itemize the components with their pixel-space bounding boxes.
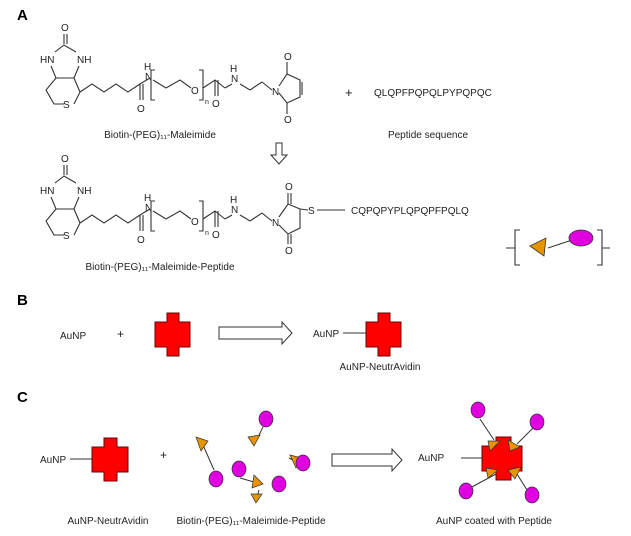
reagent-label: Biotin-(PEG)₁₁-Maleimide xyxy=(104,130,216,141)
reaction-arrow-c xyxy=(331,447,403,473)
atom-nh: NH xyxy=(77,55,91,66)
aunp-peptide-complex xyxy=(458,401,545,504)
neutravidin-cross-b2 xyxy=(365,312,402,357)
product-sequence: CQPQPYPLQPQPFPQLQ xyxy=(351,206,469,217)
atom-h-amide2: H xyxy=(230,64,237,75)
free-biotin-peptides xyxy=(195,410,311,504)
label-c3: AuNP coated with Peptide xyxy=(436,516,552,527)
atom-h-amide-p: H xyxy=(144,193,151,204)
plus-a: + xyxy=(345,85,353,100)
atom-hn-p: HN xyxy=(40,186,54,197)
atom-hn: HN xyxy=(40,55,54,66)
neutravidin-cross-b xyxy=(154,312,191,357)
reaction-arrow-down xyxy=(269,142,289,165)
atom-o-succ2: O xyxy=(285,246,293,257)
atom-n-amide-p: N xyxy=(145,203,152,214)
atom-n-succinimide: N xyxy=(272,218,279,229)
atom-sub-n: n xyxy=(205,99,209,106)
atom-o-amide2-p: O xyxy=(212,230,220,241)
atom-n-amide2: N xyxy=(231,74,238,85)
aunp-c-right: AuNP xyxy=(418,453,444,464)
peptide-sequence: QLQPFPQPQLPYPQPQC xyxy=(374,88,492,99)
atom-o-mal1: O xyxy=(284,52,292,63)
atom-o-urea: O xyxy=(61,23,69,34)
panel-c-letter: C xyxy=(17,389,28,406)
atom-h-amide2-p: H xyxy=(230,195,237,206)
atom-o-amide2: O xyxy=(212,99,220,110)
label-c1: AuNP-NeutrAvidin xyxy=(68,516,149,527)
atom-o-peg-p: O xyxy=(191,217,199,228)
plus-b: + xyxy=(117,327,124,341)
peptide-sequence-label: Peptide sequence xyxy=(388,130,469,141)
product-label-a: Biotin-(PEG)₁₁-Maleimide-Peptide xyxy=(85,262,234,273)
plus-c: + xyxy=(160,448,167,462)
atom-sub-n-p: n xyxy=(205,230,209,237)
atom-s-thio: S xyxy=(63,100,70,111)
panel-b-letter: B xyxy=(17,292,28,309)
aunp-b-right: AuNP xyxy=(313,329,339,340)
atom-o-urea-p: O xyxy=(61,154,69,165)
atom-n-maleimide: N xyxy=(272,87,279,98)
atom-o-amide-p: O xyxy=(137,235,145,246)
atom-n-amide: N xyxy=(145,72,152,83)
biotin-peg-maleimide-peptide-structure: O HN NH S O H N O n O H N N O O S xyxy=(40,154,345,257)
atom-nh-p: NH xyxy=(77,186,91,197)
biotin-peptide-icon xyxy=(506,229,610,266)
atom-o-succ1: O xyxy=(285,182,293,193)
atom-s-thio-p: S xyxy=(63,231,70,242)
atom-s-thioether: S xyxy=(308,206,315,217)
neutravidin-cross-c xyxy=(91,437,129,482)
aunp-b-left: AuNP xyxy=(60,331,86,342)
atom-h-amide: H xyxy=(144,62,151,73)
atom-o-amide: O xyxy=(137,104,145,115)
label-c2: Biotin-(PEG)₁₁-Maleimide-Peptide xyxy=(176,516,325,527)
aunp-c-left: AuNP xyxy=(40,455,66,466)
reaction-arrow-b xyxy=(218,320,293,346)
atom-o-mal2: O xyxy=(284,115,292,126)
biotin-peg-maleimide-structure: O HN NH S O H N O n O H N N O O xyxy=(40,23,303,126)
panel-a-letter: A xyxy=(17,7,28,24)
atom-o-peg: O xyxy=(191,86,199,97)
product-label-b: AuNP-NeutrAvidin xyxy=(340,362,421,373)
atom-n-amide2-p: N xyxy=(231,205,238,216)
